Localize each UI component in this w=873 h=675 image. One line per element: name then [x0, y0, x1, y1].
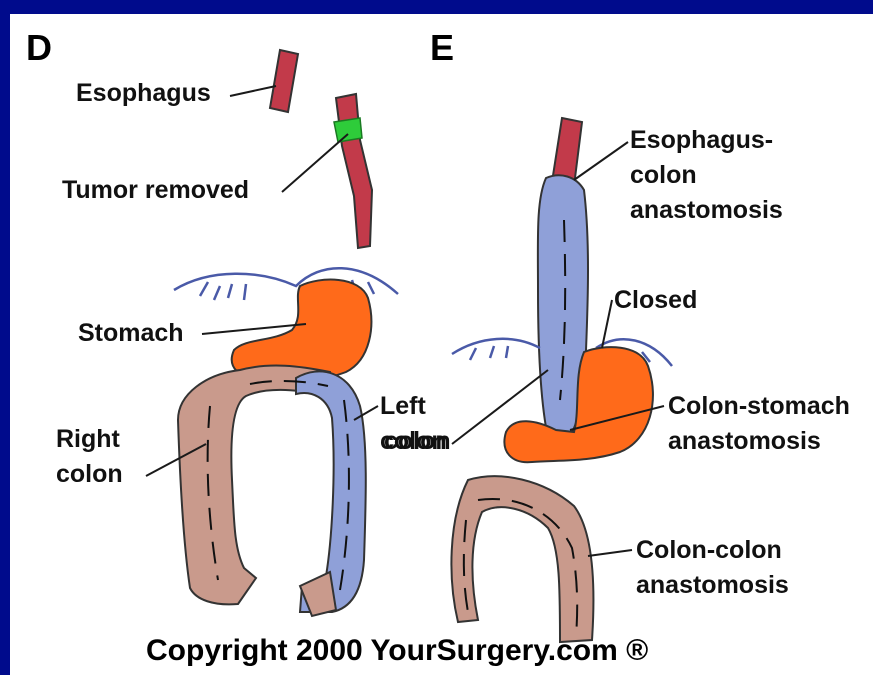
esophagus-removed-segment — [336, 94, 372, 248]
esophagus-upper — [270, 50, 298, 112]
tumor-band — [334, 118, 362, 142]
label-esophagus: Esophagus — [76, 79, 211, 107]
label-right-colon-line1: Right — [56, 425, 121, 453]
label-colon-stomach-line2: anastomosis — [668, 427, 821, 455]
label-stomach: Stomach — [78, 319, 184, 347]
label-left-colon-line1: Left — [380, 392, 427, 420]
copyright-notice: Copyright 2000 YourSurgery.com ® — [146, 634, 648, 667]
colon-colon-segment — [451, 476, 593, 642]
label-colon-stomach-line1: Colon-stomach — [668, 392, 850, 420]
label-esophagus-colon-line1: Esophagus- — [630, 126, 773, 154]
label-colon-colon-line1: Colon-colon — [636, 536, 782, 564]
label-right-colon-line2: colon — [56, 460, 123, 488]
leader-esophagus — [230, 86, 276, 96]
label-tumor-removed: Tumor removed — [62, 176, 249, 204]
diagram-frame: D Esophagus Tumor removed Stomach Right … — [10, 14, 873, 675]
stomach-d — [232, 280, 372, 381]
label-esophagus-colon-line2: colon — [630, 161, 697, 189]
label-closed: Closed — [614, 286, 697, 314]
leader-colon-colon — [588, 550, 632, 556]
leader-tumor — [282, 134, 348, 192]
right-colon — [178, 366, 334, 605]
surgery-diagram: D Esophagus Tumor removed Stomach Right … — [10, 14, 873, 675]
label-esophagus-colon-line3: anastomosis — [630, 196, 783, 224]
panel-label-d: D — [26, 27, 52, 68]
panel-label-e: E — [430, 27, 454, 68]
label-colon-colon-line2: anastomosis — [636, 571, 789, 599]
leader-esophagus-colon — [574, 142, 628, 180]
omentum-e — [452, 339, 540, 354]
